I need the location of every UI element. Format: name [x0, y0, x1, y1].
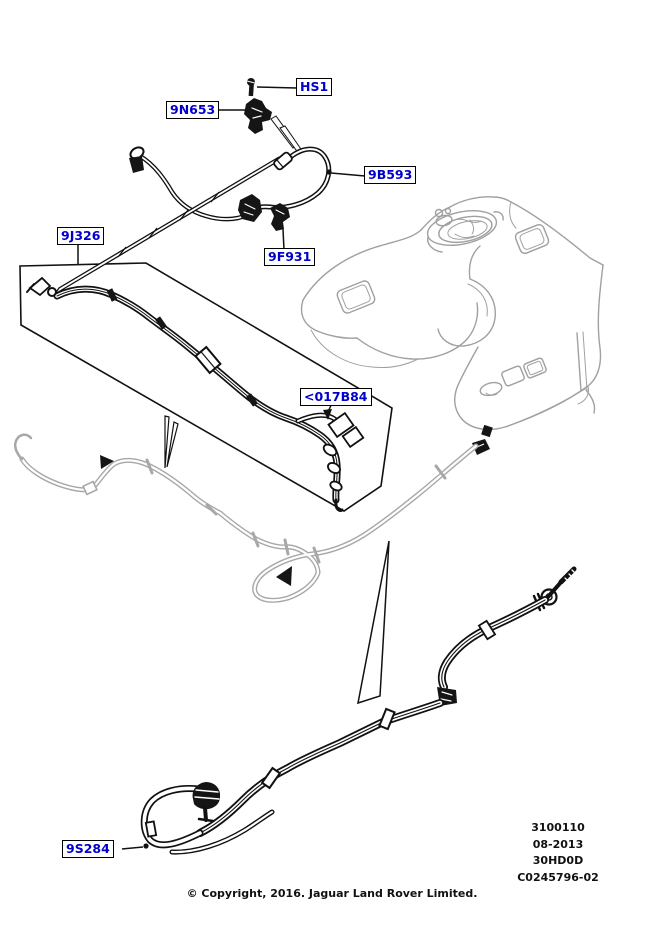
callout-box-9j326: [19, 262, 393, 512]
drawing-revision: C0245796-02: [517, 870, 599, 884]
pointer-wedges-graphic: [164, 415, 390, 705]
fuel-tube-9s284-graphic: [140, 566, 578, 855]
drawing-number: 3100110: [531, 821, 585, 834]
copyright-notice: © Copyright, 2016. Jaguar Land Rover Lim…: [186, 887, 478, 900]
leader-dots: [143, 169, 332, 849]
part-label-9n653[interactable]: 9N653: [166, 101, 220, 119]
fuel-tank-graphic: [300, 196, 604, 431]
clip-9n653-graphic: [244, 98, 272, 134]
part-label-9s284[interactable]: 9S284: [62, 840, 114, 858]
leader-lines: [77, 86, 366, 850]
vent-line-gray-graphic: [13, 433, 479, 603]
part-label-017b84[interactable]: <017B84: [300, 388, 372, 406]
fuel-line-9j326-graphic: [26, 276, 365, 512]
tank-vent-clip-graphic: [472, 424, 493, 455]
drawing-date: 08-2013: [532, 837, 584, 851]
clip-9f931-graphic: [270, 203, 290, 231]
part-label-9f931[interactable]: 9F931: [264, 248, 316, 266]
screw-hs1-graphic: [246, 78, 256, 97]
drawing-reference-block: 3100110 08-2013 30HD0D C0245796-02: [498, 820, 618, 886]
part-label-hs1[interactable]: HS1: [296, 78, 333, 96]
part-label-9j326[interactable]: 9J326: [57, 227, 105, 245]
top-assembly-graphic: [238, 78, 332, 231]
connection-band-graphic: [54, 156, 280, 295]
part-label-9b593[interactable]: 9B593: [364, 166, 417, 184]
drawing-code: 30HD0D: [532, 854, 584, 867]
